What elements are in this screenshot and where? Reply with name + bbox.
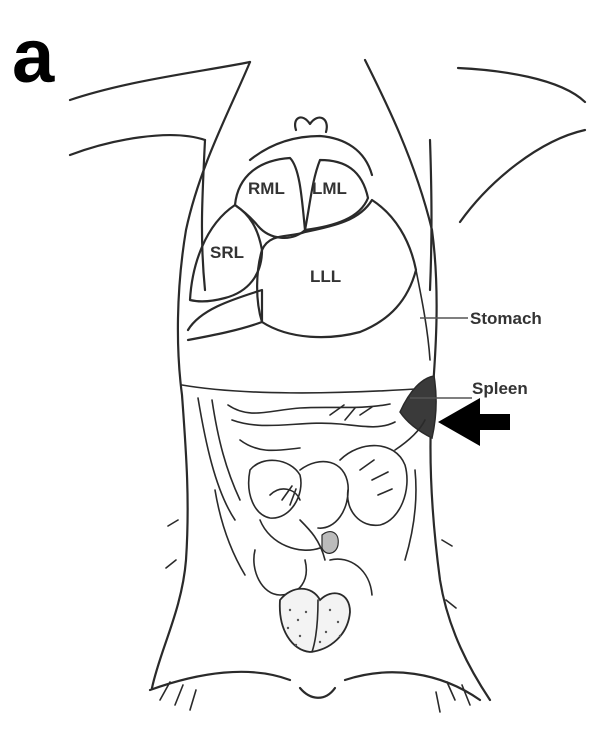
intestines xyxy=(198,398,425,595)
panel-letter: a xyxy=(12,14,55,99)
stomach xyxy=(416,270,430,360)
spleen-label: Spleen xyxy=(472,379,528,398)
bladder xyxy=(280,589,350,652)
stomach-label: Stomach xyxy=(470,309,542,328)
lobe-label-srl: SRL xyxy=(210,243,244,262)
lobe-label-lll: LLL xyxy=(310,267,341,286)
spleen xyxy=(400,376,436,438)
lobe-label-lml: LML xyxy=(312,179,347,198)
lobe-label-rml: RML xyxy=(248,179,285,198)
pointer-arrow-icon xyxy=(438,398,510,446)
